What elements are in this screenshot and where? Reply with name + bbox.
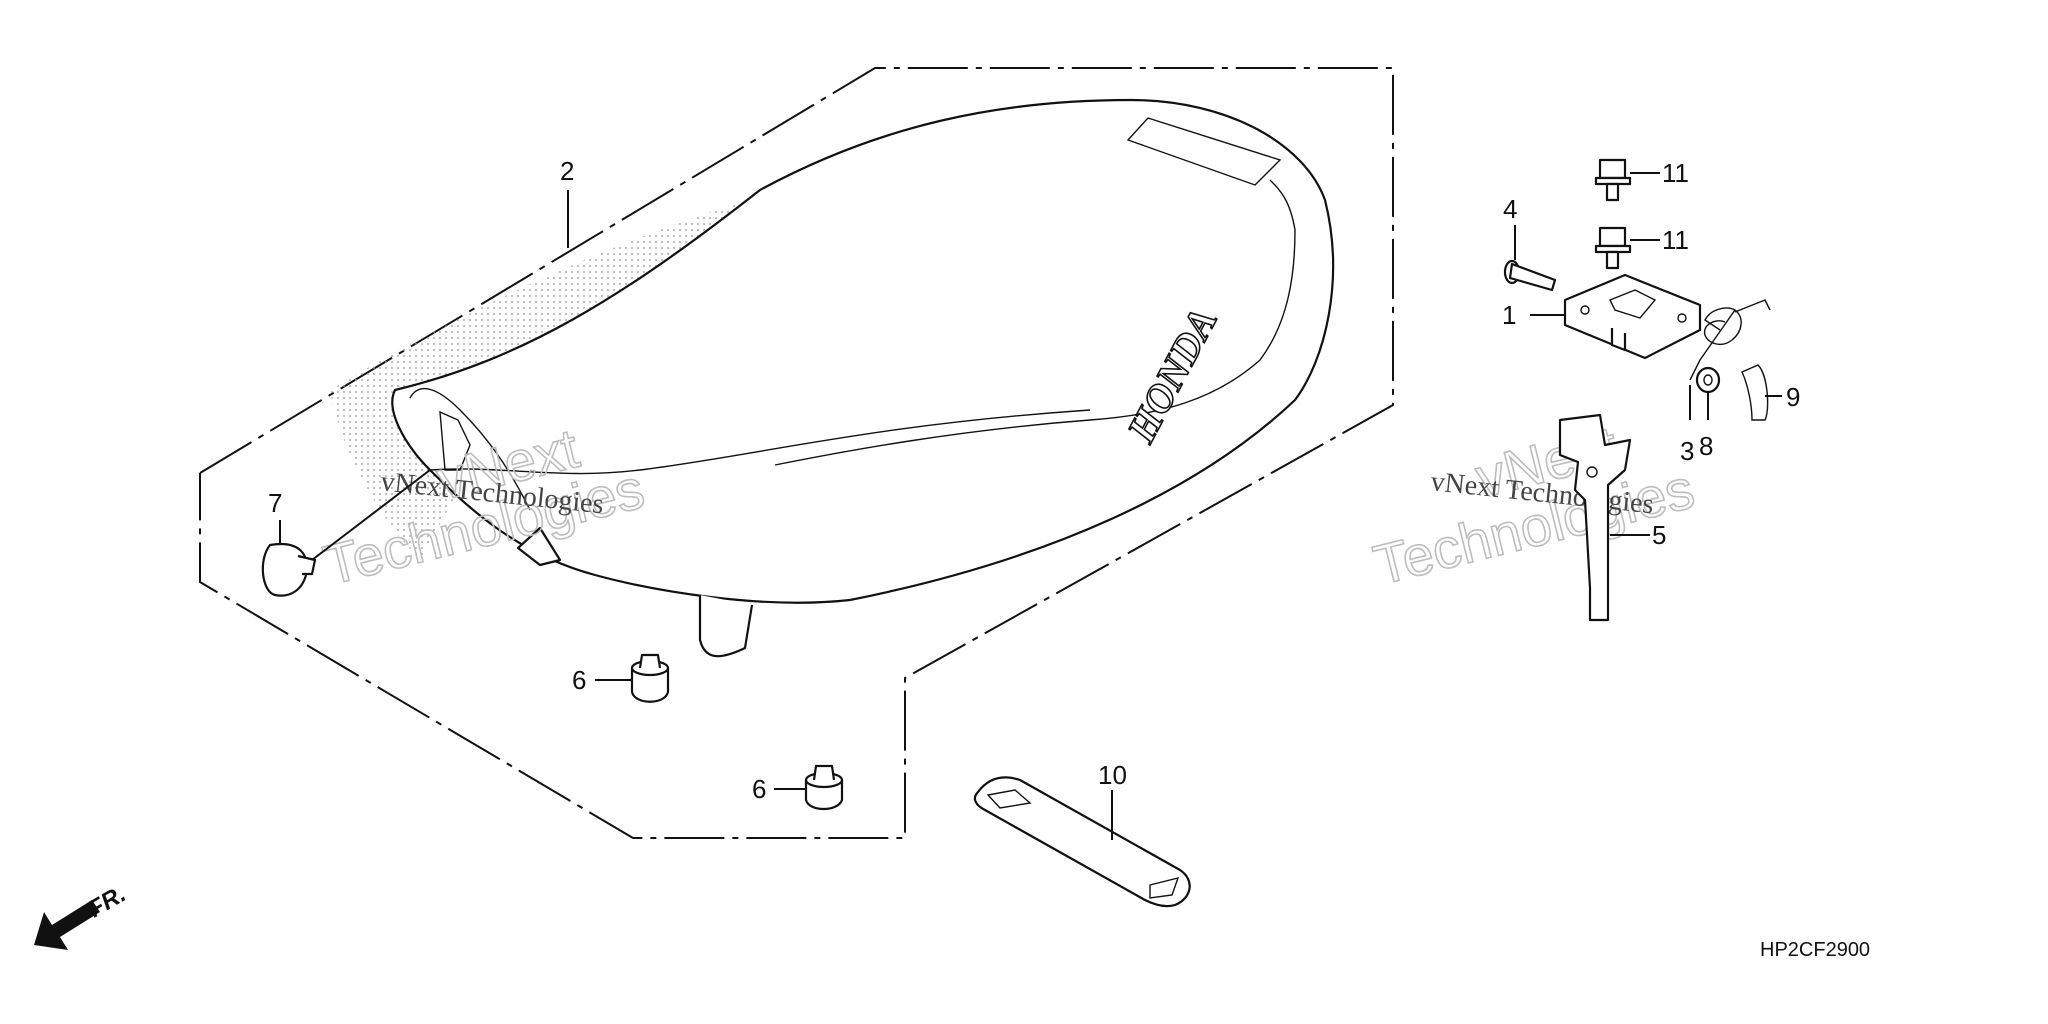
- part-3-spring[interactable]: [1689, 299, 1771, 420]
- part-5-bracket[interactable]: [1558, 413, 1650, 622]
- arrow-down-left-icon: [34, 900, 100, 950]
- callout-8: 8: [1699, 431, 1713, 461]
- callout-9: 9: [1786, 382, 1800, 412]
- callout-3: 3: [1680, 436, 1694, 466]
- callout-11-lower: 11: [1662, 225, 1689, 255]
- callout-7: 7: [268, 488, 282, 518]
- part-7-knob[interactable]: [261, 469, 431, 597]
- callout-5: 5: [1652, 520, 1666, 550]
- assembly-boundary: [199, 67, 1394, 839]
- part-11-bolt-upper[interactable]: [1594, 158, 1660, 202]
- part-10-strap[interactable]: [973, 776, 1191, 908]
- callout-4: 4: [1503, 194, 1517, 224]
- callout-11-upper: 11: [1662, 158, 1689, 188]
- diagram-code: HP2CF2900: [1760, 939, 1870, 961]
- front-direction-indicator: FR.: [34, 880, 130, 950]
- callout-10: 10: [1098, 760, 1127, 790]
- callout-1: 1: [1502, 300, 1516, 330]
- callout-6-lower: 6: [752, 774, 766, 804]
- part-6-grommet-lower[interactable]: [774, 764, 844, 811]
- part-6-grommet-upper[interactable]: [595, 653, 670, 703]
- part-4-pin[interactable]: [1503, 225, 1557, 292]
- part-9-clip[interactable]: [1741, 364, 1782, 421]
- callout-2: 2: [560, 156, 574, 186]
- part-8-washer[interactable]: [1695, 366, 1721, 420]
- callout-6-upper: 6: [572, 665, 586, 695]
- part-1-latch-plate[interactable]: [1530, 273, 1702, 360]
- part-11-bolt-lower[interactable]: [1594, 226, 1660, 270]
- seat-assembly[interactable]: HONDA: [391, 98, 1335, 658]
